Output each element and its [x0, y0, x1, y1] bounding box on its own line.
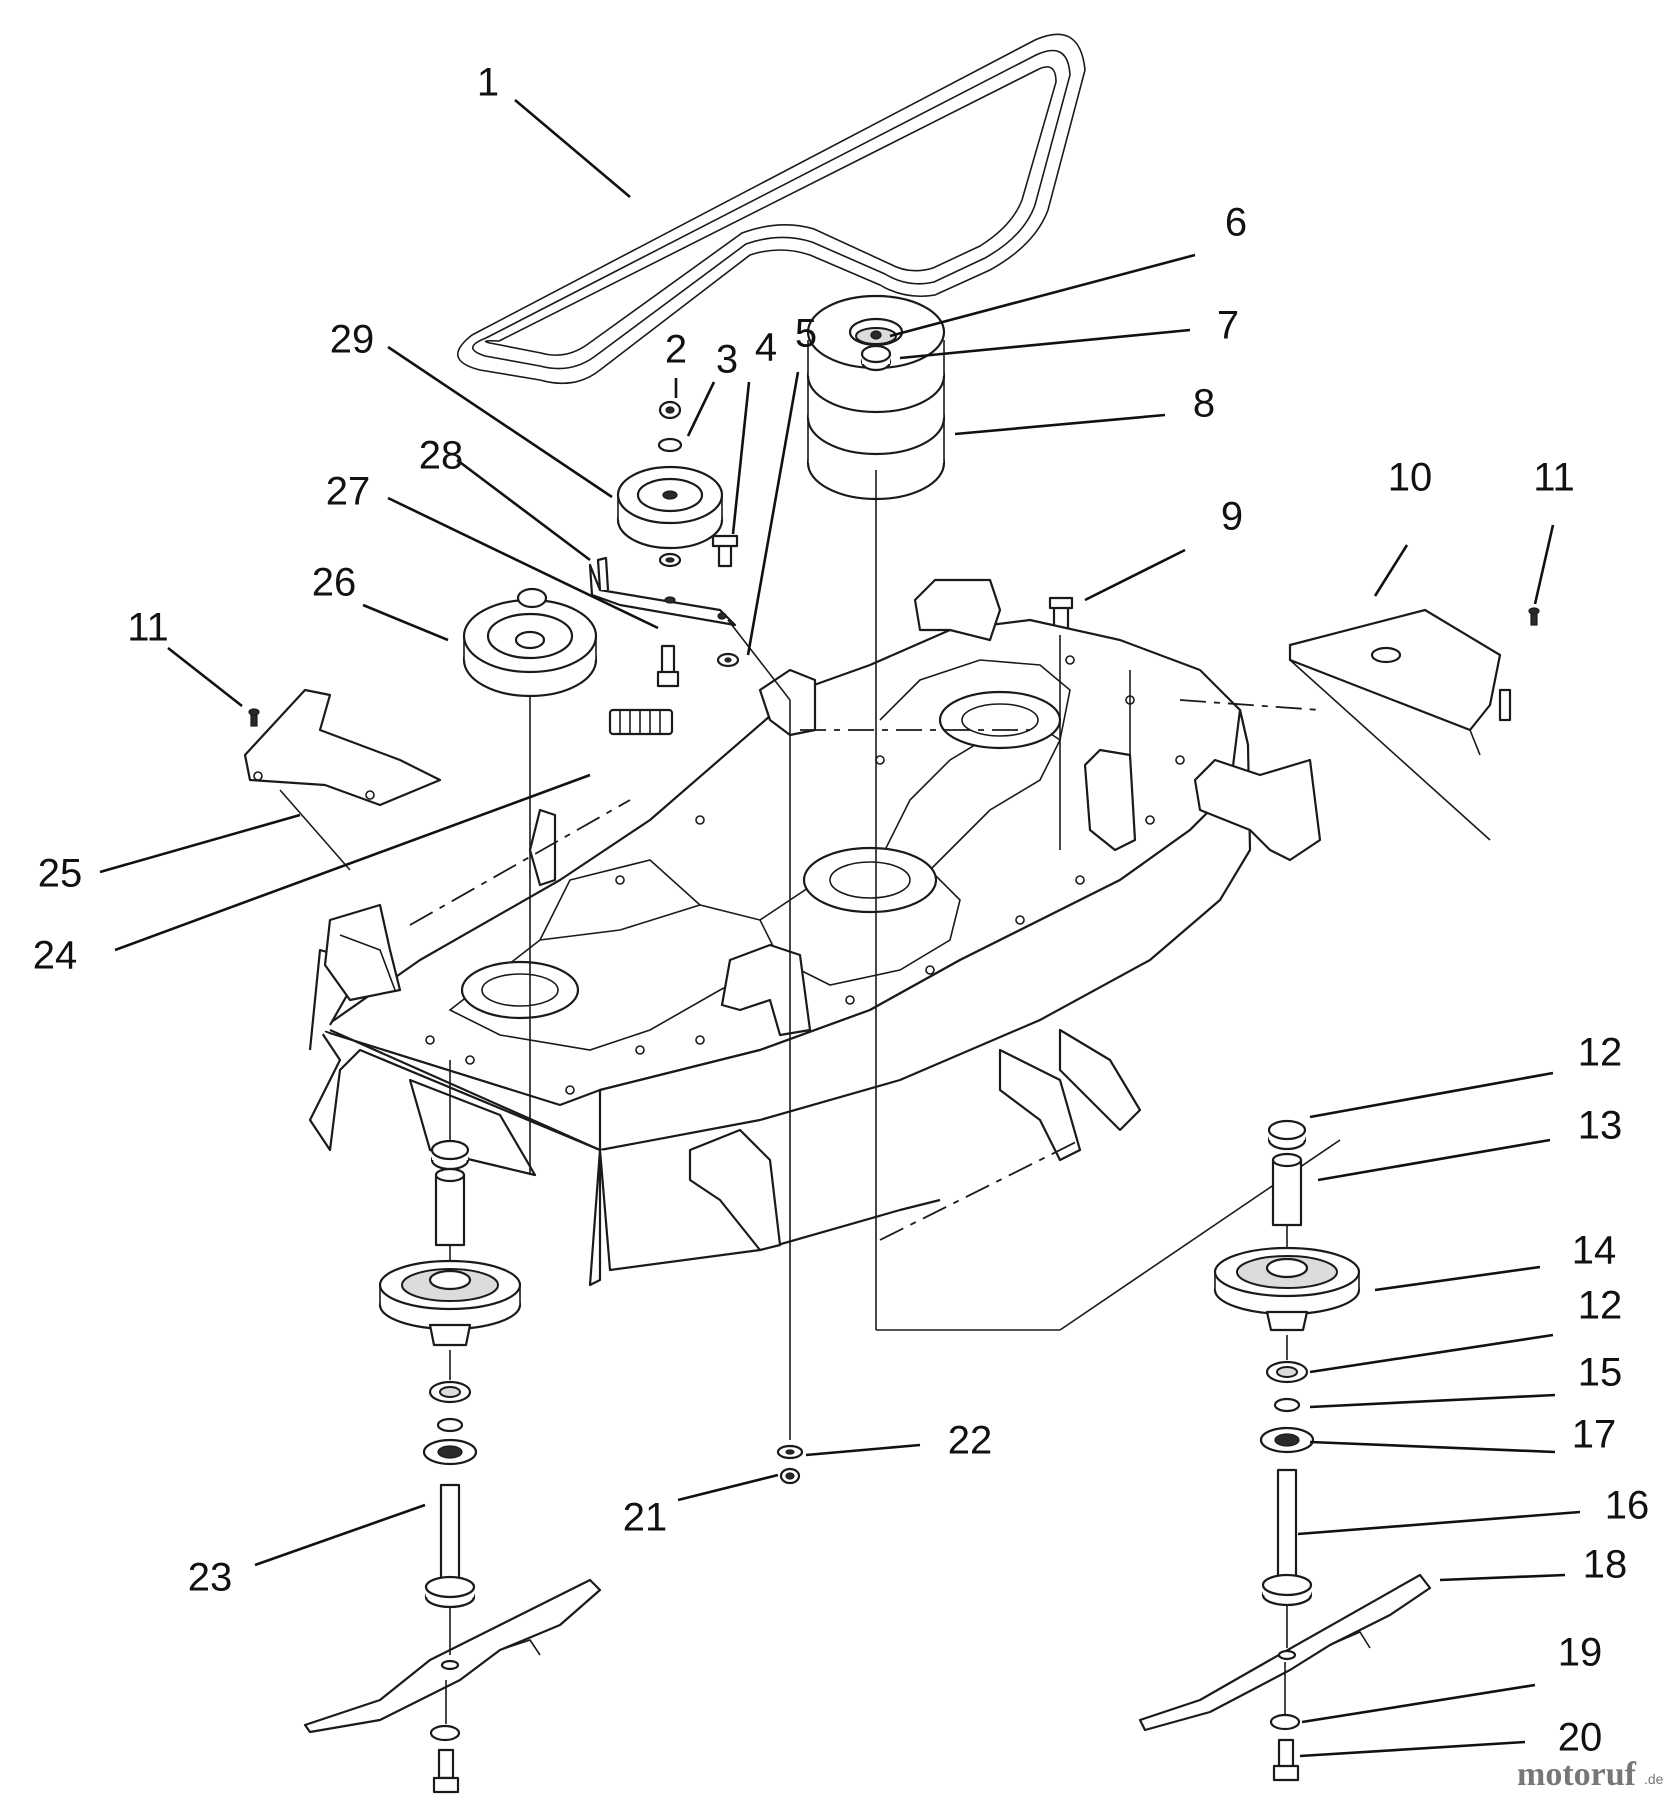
idler-spring — [608, 708, 674, 736]
callout-29: 29 — [330, 318, 375, 362]
callout-18: 18 — [1583, 1543, 1628, 1587]
callout-1: 1 — [477, 61, 499, 105]
callout-27: 27 — [326, 470, 371, 514]
watermark-logo: motoruf .de — [1517, 1756, 1664, 1793]
callout-26: 26 — [312, 561, 357, 605]
callout-24: 24 — [33, 934, 78, 978]
idler-arm — [588, 556, 737, 627]
callout-20: 20 — [1558, 1716, 1603, 1760]
callout-6: 6 — [1225, 201, 1247, 245]
callout-2: 2 — [665, 328, 687, 372]
callout-16: 16 — [1605, 1484, 1650, 1528]
callout-25: 25 — [38, 852, 83, 896]
flat-washer — [716, 652, 740, 668]
callout-17: 17 — [1572, 1413, 1617, 1457]
callout-13: 13 — [1578, 1104, 1623, 1148]
screw-left — [248, 708, 260, 727]
mower-deck — [308, 578, 1322, 1287]
screw-right — [1528, 607, 1540, 626]
callout-7: 7 — [1217, 304, 1239, 348]
idler-pulley — [616, 465, 724, 568]
callout-19: 19 — [1558, 1631, 1603, 1675]
watermark-suffix: .de — [1644, 1771, 1664, 1787]
callout-8: 8 — [1193, 382, 1215, 426]
leader-lines — [99, 99, 1581, 1758]
callout-21: 21 — [623, 1496, 668, 1540]
callout-4: 4 — [755, 326, 777, 370]
spindle-assembly-left — [303, 1139, 602, 1794]
spindle-pulley-left — [462, 587, 598, 698]
callout-3: 3 — [716, 338, 738, 382]
spindle-assembly-right — [1138, 1119, 1432, 1782]
callout-11-left: 11 — [127, 606, 169, 650]
idler-nut-and-washer — [657, 400, 683, 453]
center-nut-and-washer — [776, 1444, 804, 1485]
callout-14: 14 — [1572, 1229, 1617, 1273]
callout-labels: 1 2 3 4 5 6 7 8 9 10 11 11 12 12 13 14 1… — [33, 61, 1650, 1760]
shoulder-bolt — [656, 644, 680, 688]
callout-12-top: 12 — [1578, 1031, 1623, 1075]
spindle-pulley-large — [806, 294, 946, 501]
belt-shield-left — [243, 688, 442, 807]
callout-23: 23 — [188, 1556, 233, 1600]
callout-5: 5 — [795, 312, 817, 356]
belt-shield-right — [1288, 608, 1512, 756]
callout-11-right: 11 — [1533, 456, 1575, 500]
watermark-text: motoruf — [1517, 1756, 1637, 1793]
callout-22: 22 — [948, 1419, 993, 1463]
callout-12-bottom: 12 — [1578, 1284, 1623, 1328]
callout-10: 10 — [1388, 456, 1433, 500]
drive-belt — [456, 33, 1086, 385]
callout-9: 9 — [1221, 495, 1243, 539]
pulley-nut-and-washer — [860, 330, 892, 372]
callout-15: 15 — [1578, 1351, 1623, 1395]
callout-28: 28 — [419, 434, 464, 478]
idler-bolt — [711, 534, 739, 568]
